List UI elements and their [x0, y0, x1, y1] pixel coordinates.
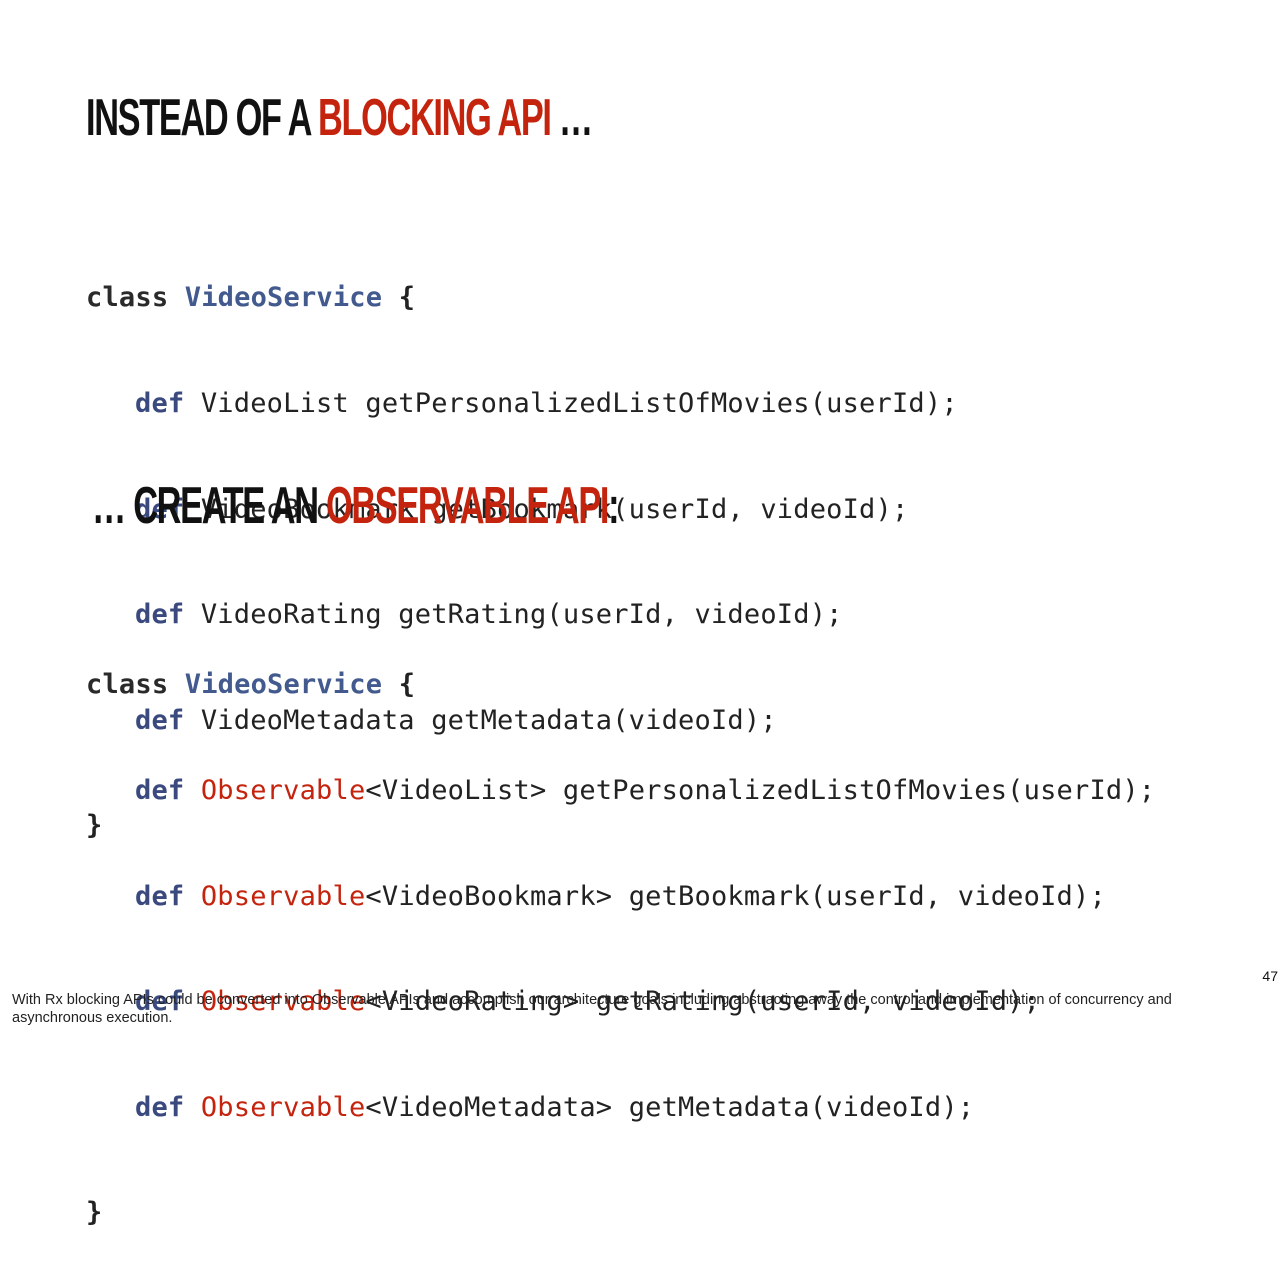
close-brace: } [86, 1197, 103, 1229]
def-keyword: def [135, 1091, 185, 1123]
heading-suffix: : [608, 477, 619, 535]
code-line: def Observable<VideoRating> getRating(us… [86, 984, 1155, 1019]
observable-type: Observable [200, 880, 366, 912]
method-signature: VideoList getPersonalizedListOfMovies(us… [200, 388, 958, 419]
code-line: def VideoList getPersonalizedListOfMovie… [86, 386, 958, 421]
def-keyword: def [135, 493, 185, 525]
def-keyword: def [135, 880, 185, 912]
class-keyword: class [86, 282, 169, 314]
blocking-code-block: class VideoService { def VideoList getPe… [86, 210, 958, 879]
code-line: def VideoMetadata getMetadata(videoId); [86, 703, 958, 738]
open-brace: { [398, 669, 416, 701]
method-signature: VideoMetadata getMetadata(videoId); [200, 704, 777, 736]
def-keyword: def [135, 599, 185, 631]
code-line: def Observable<VideoBookmark> getBookmar… [86, 879, 1155, 914]
observable-code-block: class VideoService { def Observable<Vide… [86, 597, 1155, 1266]
method-signature: <VideoBookmark> getBookmark(userId, vide… [365, 880, 1106, 912]
code-line: def Observable<VideoMetadata> getMetadat… [86, 1090, 1155, 1125]
observable-api-heading: … CREATE AN OBSERVABLE API: [92, 476, 620, 536]
observable-type: Observable [200, 1091, 366, 1123]
code-line: } [86, 808, 958, 843]
blocking-api-heading: INSTEAD OF A BLOCKING API … [86, 88, 593, 148]
class-name: VideoService [184, 669, 383, 701]
close-brace: } [86, 810, 103, 842]
heading-accent: OBSERVABLE API [325, 477, 610, 535]
method-signature: VideoRating getRating(userId, videoId); [200, 599, 843, 631]
heading-prefix: … CREATE AN [92, 477, 319, 535]
heading-suffix: … [558, 89, 593, 147]
class-keyword: class [86, 669, 169, 701]
code-line: } [86, 1195, 1155, 1230]
def-keyword: def [135, 388, 185, 419]
method-signature: <VideoRating> getRating(userId, videoId)… [365, 986, 1041, 1018]
heading-accent: BLOCKING API [317, 89, 552, 147]
code-line: def VideoRating getRating(userId, videoI… [86, 597, 958, 632]
observable-type: Observable [200, 986, 366, 1018]
def-keyword: def [135, 986, 185, 1018]
def-keyword: def [135, 775, 185, 806]
code-line: def Observable<VideoList> getPersonalize… [86, 773, 1155, 808]
code-line: class VideoService { [86, 280, 958, 315]
class-name: VideoService [184, 282, 383, 314]
heading-prefix: INSTEAD OF A [86, 89, 311, 147]
method-signature: VideoBookmark getBookmark(userId, videoI… [200, 493, 909, 525]
def-keyword: def [135, 704, 185, 736]
method-signature: <VideoList> getPersonalizedListOfMovies(… [365, 775, 1156, 806]
speaker-note: With Rx blocking APIs could be converted… [12, 992, 1172, 1026]
method-signature: <VideoMetadata> getMetadata(videoId); [365, 1091, 975, 1123]
code-line: class VideoService { [86, 667, 1155, 702]
open-brace: { [398, 282, 416, 314]
code-line: def VideoBookmark getBookmark(userId, vi… [86, 492, 958, 527]
page-number: 47 [1262, 968, 1278, 984]
observable-type: Observable [200, 775, 366, 806]
